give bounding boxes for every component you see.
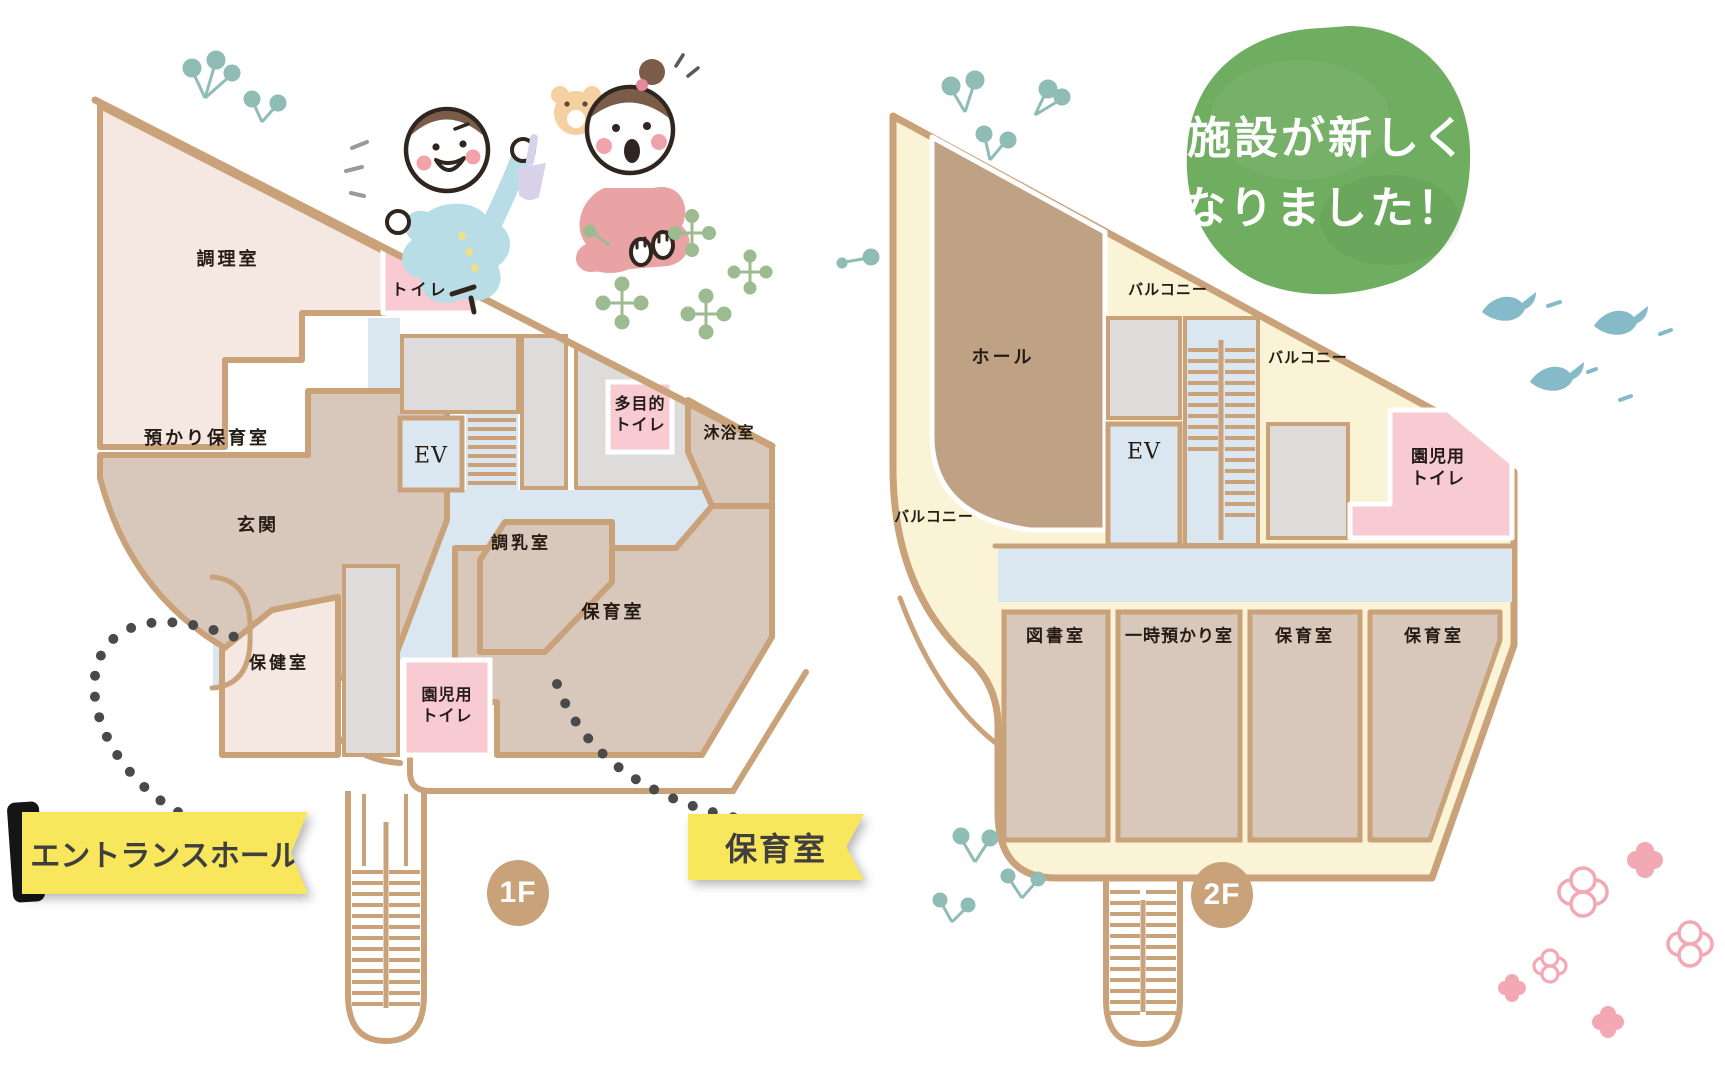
sparkle-cross xyxy=(595,276,649,330)
room-enji-toilet-2f xyxy=(1347,407,1515,541)
room-hoiku-a-2f xyxy=(1247,609,1363,843)
baby-girl-illustration xyxy=(575,53,700,273)
room-hall-2f xyxy=(929,134,1108,533)
stairs-2f-outdoor xyxy=(1103,878,1183,1048)
flower-filled xyxy=(1627,842,1663,878)
flower-outline xyxy=(1557,866,1609,918)
sparkle-cross xyxy=(680,288,732,340)
room-ev-2f xyxy=(1105,421,1183,548)
berry-sprig xyxy=(836,248,880,269)
shovel-toy-icon xyxy=(518,134,546,201)
room-gray-a-1f xyxy=(400,334,520,414)
stairs-2f-indoor xyxy=(1188,340,1255,540)
sparkle-cross xyxy=(583,224,611,248)
berry-sprig xyxy=(932,892,976,924)
sparkle-cross xyxy=(668,209,716,257)
berry-sprig xyxy=(1000,868,1046,899)
berry-sprig xyxy=(182,50,241,100)
bird-icon xyxy=(1482,292,1536,321)
sparkle-cross xyxy=(727,249,773,295)
entrance-door-arcs xyxy=(209,574,253,691)
room-ichiji-2f xyxy=(1115,609,1243,843)
floor1-map xyxy=(91,96,809,1045)
bird-decorations xyxy=(1482,292,1673,402)
room-gray-a-2f xyxy=(1106,316,1182,420)
flower-outline xyxy=(1532,948,1568,984)
flower-decorations xyxy=(1498,842,1714,1038)
room-ev-1f xyxy=(397,415,465,493)
room-gray-b-2f xyxy=(1266,422,1350,540)
corridor-2f xyxy=(998,548,1512,602)
sparkle-decorations xyxy=(583,209,773,340)
announcement-blob xyxy=(1186,26,1471,295)
berry-sprig xyxy=(941,70,985,113)
berry-sprig-decorations xyxy=(182,50,1071,924)
outer-arc-2f xyxy=(897,595,1011,755)
room-gray-b-1f xyxy=(520,334,568,490)
stairs-1f-outdoor xyxy=(345,791,427,1045)
floor2-map xyxy=(889,112,1518,1048)
berry-sprig xyxy=(243,90,287,123)
room-chonyu-1f xyxy=(477,519,615,655)
bird-icon xyxy=(1530,362,1584,391)
room-library-2f xyxy=(1001,609,1111,843)
berry-sprig xyxy=(952,827,999,863)
flower-outline xyxy=(1666,920,1714,968)
berry-sprig xyxy=(975,125,1017,161)
bird-icon xyxy=(1594,306,1648,335)
room-gray-col-1f xyxy=(342,564,400,757)
berry-sprig xyxy=(1033,79,1071,117)
flower-filled xyxy=(1592,1006,1624,1038)
stairs-1f-indoor xyxy=(468,418,516,485)
room-enji-toilet-1f xyxy=(401,657,493,758)
baby-boy-illustration xyxy=(344,106,536,315)
deck-1f xyxy=(407,669,809,794)
flower-filled xyxy=(1498,974,1526,1002)
room-hoiku-b-2f xyxy=(1367,609,1503,843)
